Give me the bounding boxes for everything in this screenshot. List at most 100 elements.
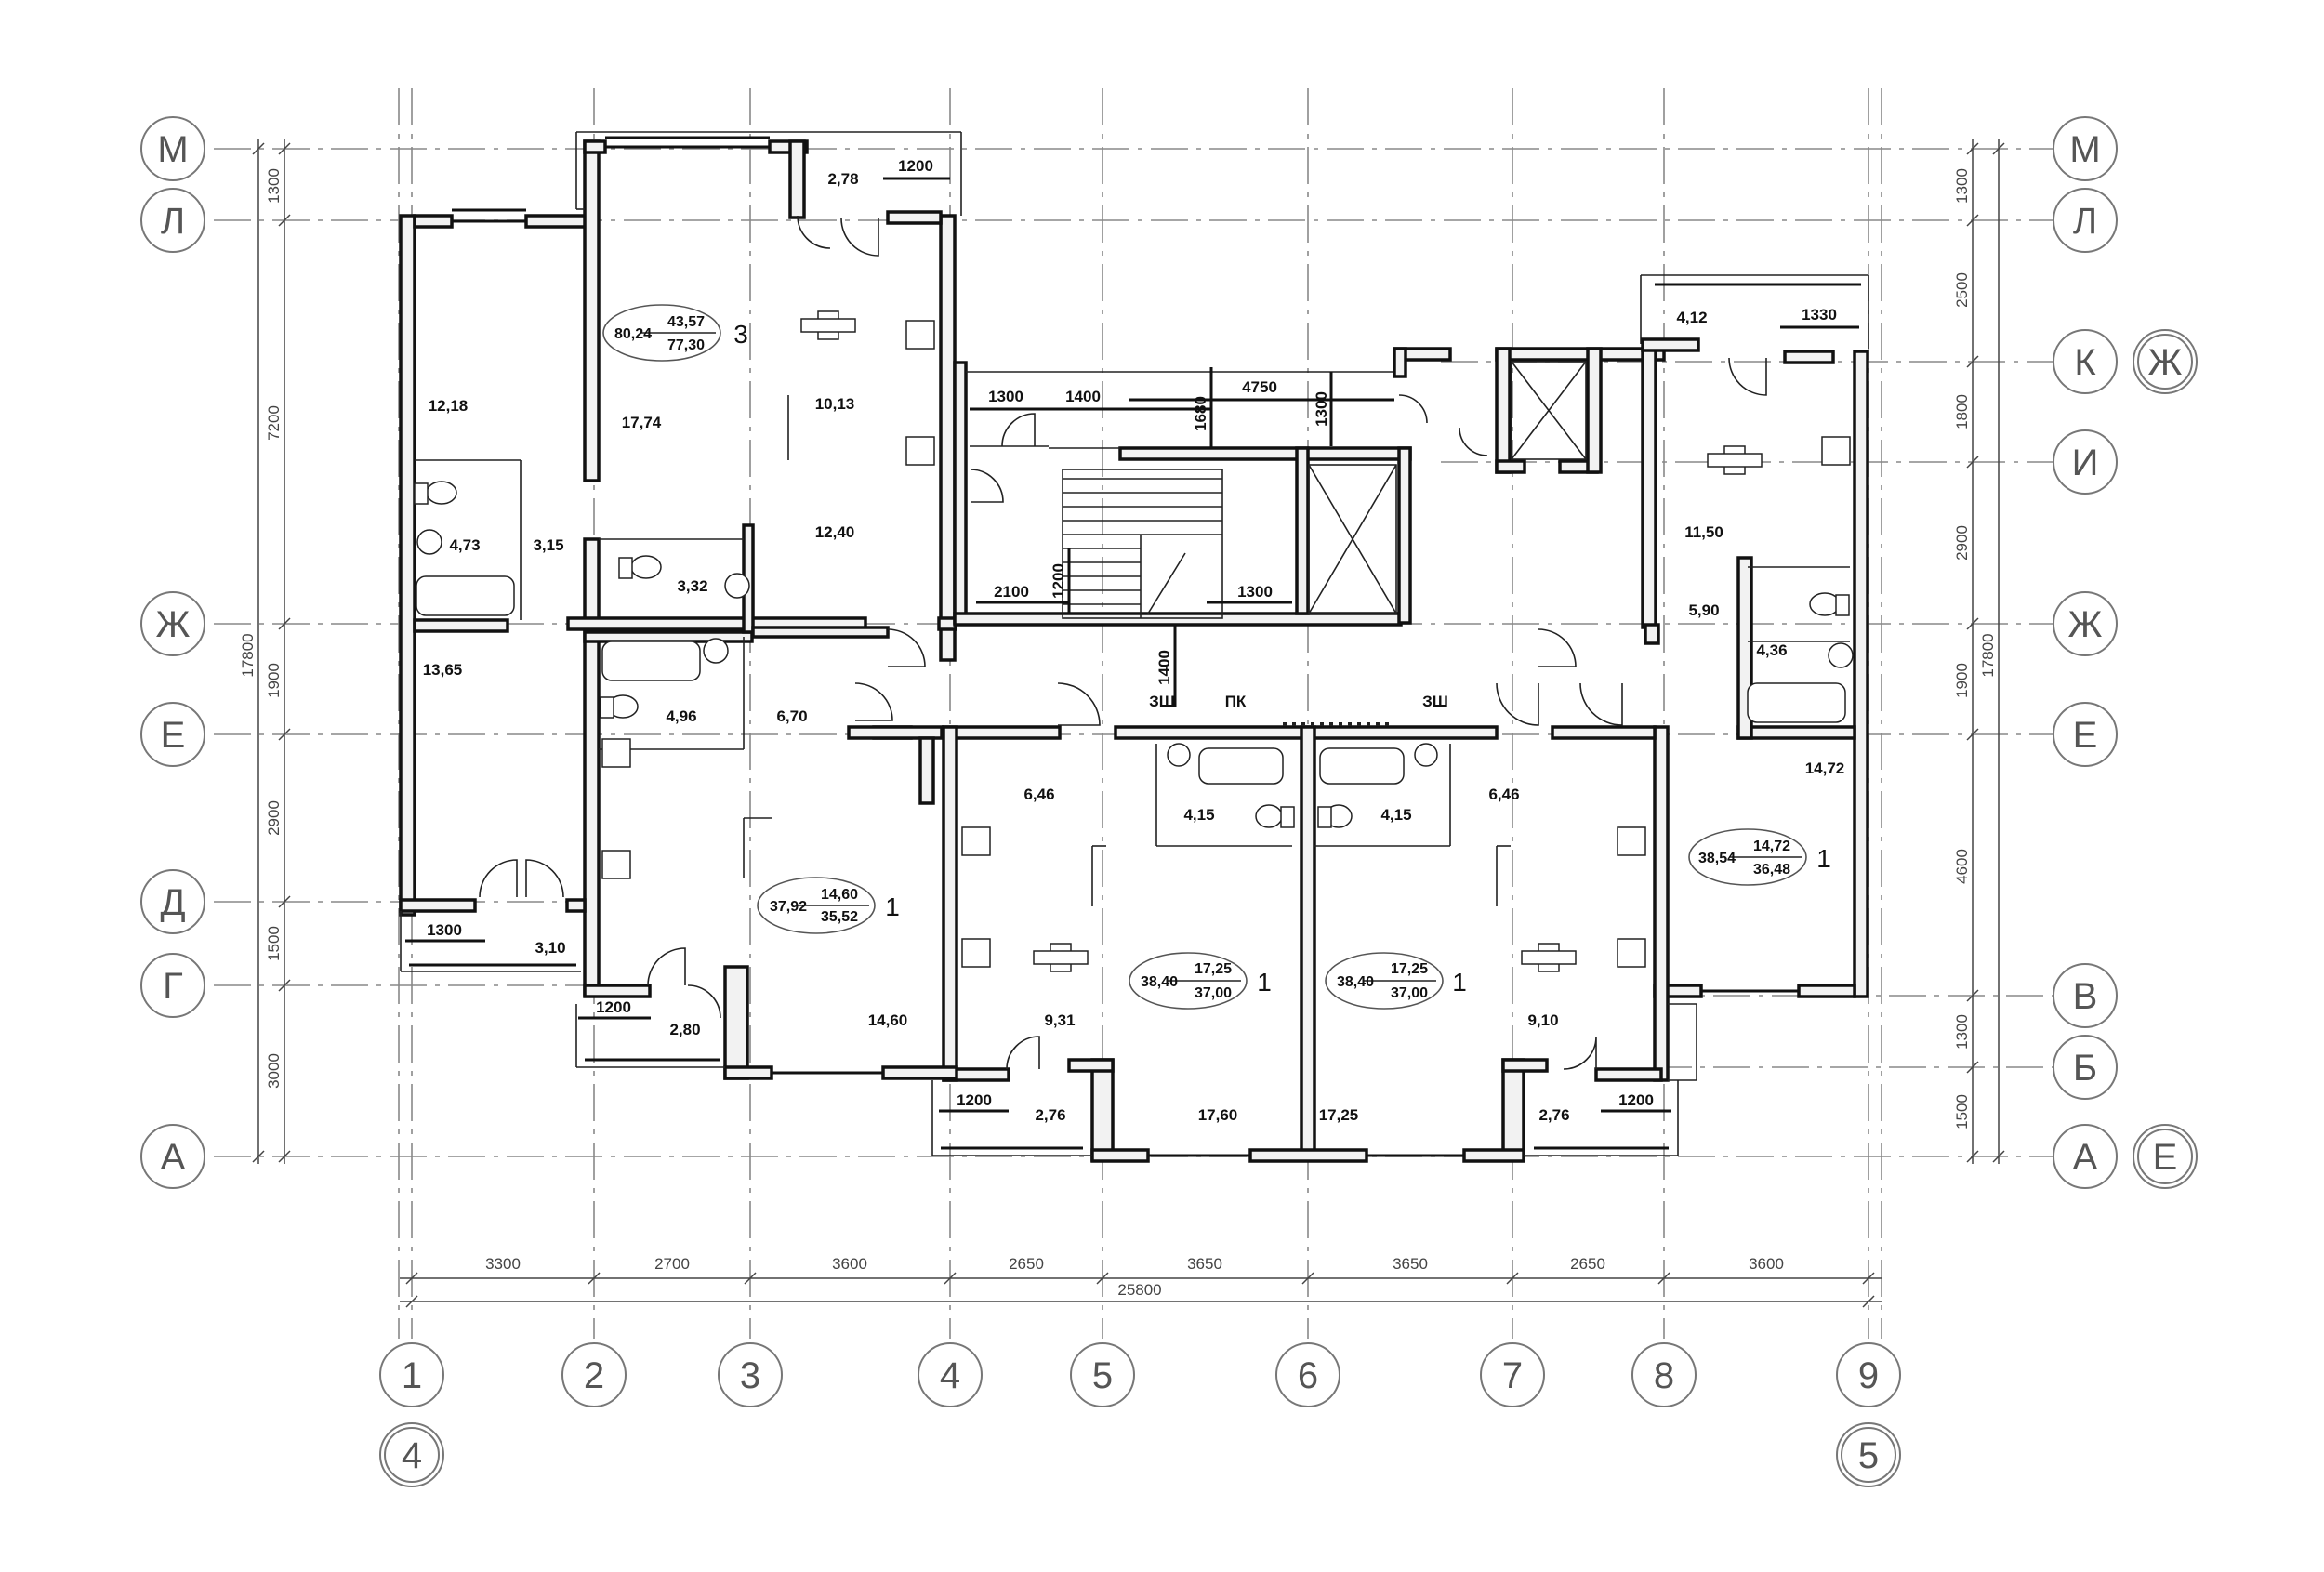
dim-inner: 1400 (1065, 388, 1101, 405)
room-areas: 2,78 12,18 17,74 10,13 12,40 4,73 3,15 3… (423, 170, 1845, 1124)
dim-inner: 1200 (1050, 563, 1067, 599)
apt-useful: 37,00 (1391, 985, 1428, 1001)
dim-inner: 1300 (1237, 583, 1273, 601)
room-area: 3,32 (677, 577, 707, 595)
axis-row-label: А (161, 1137, 186, 1178)
dim-right: 2900 (1953, 525, 1971, 561)
dim-right: 1900 (1953, 663, 1971, 698)
axis-col-label: 8 (1654, 1355, 1674, 1396)
dim-bottom: 2650 (1570, 1255, 1605, 1273)
apt-total: 38,54 (1698, 851, 1736, 866)
apt-useful: 36,48 (1753, 862, 1790, 878)
axis-col-label: 4 (940, 1355, 960, 1396)
dim-right-total: 17800 (1979, 633, 1997, 677)
dim-right: 1800 (1953, 394, 1971, 429)
inner-dimensions: 1200 1330 1300 1400 1680 4750 1300 1200 … (405, 157, 1859, 1113)
axis-row-alt-label: Ж (2148, 342, 2183, 383)
apt-rooms: 1 (1816, 844, 1831, 873)
dim-right: 1500 (1953, 1094, 1971, 1129)
dim-right: 1300 (1953, 168, 1971, 204)
dim-bottom: 2650 (1009, 1255, 1044, 1273)
room-area: 3,15 (533, 536, 563, 554)
room-area: 6,46 (1023, 786, 1054, 803)
axis-col-label: 6 (1298, 1355, 1318, 1396)
room-area: 6,46 (1488, 786, 1519, 803)
dimensions-left: 1300 7200 1900 2900 1500 3000 17800 (239, 139, 291, 1164)
dim-left-total: 17800 (239, 633, 257, 677)
dim-left: 1500 (265, 926, 283, 961)
dim-inner: 4750 (1242, 378, 1277, 396)
walls (399, 131, 1869, 1163)
axis-row-label: Б (2073, 1048, 2097, 1089)
axis-row-label: Ж (2068, 604, 2103, 645)
apt-total: 38,40 (1337, 974, 1374, 990)
axis-rows-right: М Л К Ж И Ж Е В Б А Е (2053, 116, 2198, 1189)
dim-inner: 1200 (1618, 1091, 1654, 1109)
dim-left: 7200 (265, 405, 283, 441)
axis-row-label: А (2073, 1137, 2098, 1178)
room-area: 4,36 (1756, 641, 1787, 659)
dim-inner: 2100 (994, 583, 1029, 601)
room-area: 4,96 (666, 707, 696, 725)
dimensions-bottom: 3300 2700 3600 2650 3650 3650 2650 3600 … (400, 1255, 1882, 1308)
room-area: 4,73 (449, 536, 480, 554)
dim-inner: 1200 (898, 157, 933, 175)
room-area: 12,40 (815, 523, 855, 541)
room-area: 12,18 (429, 397, 469, 415)
axis-row-label: Л (161, 201, 185, 242)
axis-col-alt-label: 4 (402, 1435, 422, 1476)
room-area: 2,78 (827, 170, 858, 188)
dim-bottom: 2700 (654, 1255, 690, 1273)
axis-row-label: Л (2073, 201, 2097, 242)
dim-inner: 1300 (1313, 391, 1330, 427)
axis-cols: 1 4 2 3 4 5 6 7 8 9 5 (379, 1342, 1901, 1487)
dim-bottom: 3600 (832, 1255, 867, 1273)
axis-col-label: 7 (1502, 1355, 1523, 1396)
apt-total: 37,92 (770, 899, 807, 915)
apt-total: 80,24 (614, 326, 652, 342)
room-area: 2,76 (1538, 1106, 1569, 1124)
dim-inner: 1200 (957, 1091, 992, 1109)
dim-right: 2500 (1953, 272, 1971, 308)
room-area: 6,70 (776, 707, 807, 725)
dim-inner: 1300 (988, 388, 1023, 405)
axis-col-label: 9 (1858, 1355, 1879, 1396)
axis-row-label: М (2069, 129, 2100, 170)
room-area: 4,15 (1380, 806, 1411, 824)
apt-living: 43,57 (667, 314, 705, 330)
room-area: 4,15 (1183, 806, 1214, 824)
shaft-labels: ЗШ ПК ЗШ (1149, 693, 1448, 726)
room-area: 4,12 (1676, 309, 1707, 326)
apt-rooms: 1 (1452, 968, 1467, 997)
axis-row-label: К (2074, 342, 2096, 383)
dim-left: 1900 (265, 663, 283, 698)
apt-total: 38,40 (1141, 974, 1178, 990)
dim-left: 3000 (265, 1053, 283, 1089)
axis-row-label: И (2072, 443, 2099, 483)
dim-right: 1300 (1953, 1014, 1971, 1050)
axis-col-label: 1 (402, 1355, 422, 1396)
shaft-label: ЗШ (1149, 693, 1175, 710)
room-area: 2,76 (1035, 1106, 1065, 1124)
dim-left: 2900 (265, 800, 283, 836)
apt-living: 14,72 (1753, 839, 1790, 854)
dim-inner: 1300 (427, 921, 462, 939)
dim-overall: 25800 (1117, 1281, 1161, 1299)
apartment-1room-b: 38,40 17,25 37,00 1 (1129, 952, 1272, 1010)
apt-useful: 37,00 (1195, 985, 1232, 1001)
shaft-label: ЗШ (1422, 693, 1448, 710)
apt-useful: 77,30 (667, 337, 705, 353)
room-area: 17,25 (1319, 1106, 1359, 1124)
room-area: 14,72 (1805, 760, 1845, 777)
shaft-label: ПК (1225, 693, 1247, 710)
apt-living: 14,60 (821, 887, 858, 903)
dimensions-right: 1300 2500 1800 2900 1900 4600 1300 1500 … (1953, 139, 2005, 1164)
doors (479, 215, 1767, 1070)
dim-inner: 1400 (1155, 650, 1173, 685)
dim-bottom: 3600 (1749, 1255, 1784, 1273)
dim-inner: 1680 (1192, 396, 1209, 431)
axis-row-alt-label: Е (2153, 1137, 2178, 1178)
room-area: 9,31 (1044, 1011, 1075, 1029)
apartment-1room-d: 38,54 14,72 36,48 1 (1688, 828, 1831, 886)
dim-inner: 1330 (1802, 306, 1837, 324)
